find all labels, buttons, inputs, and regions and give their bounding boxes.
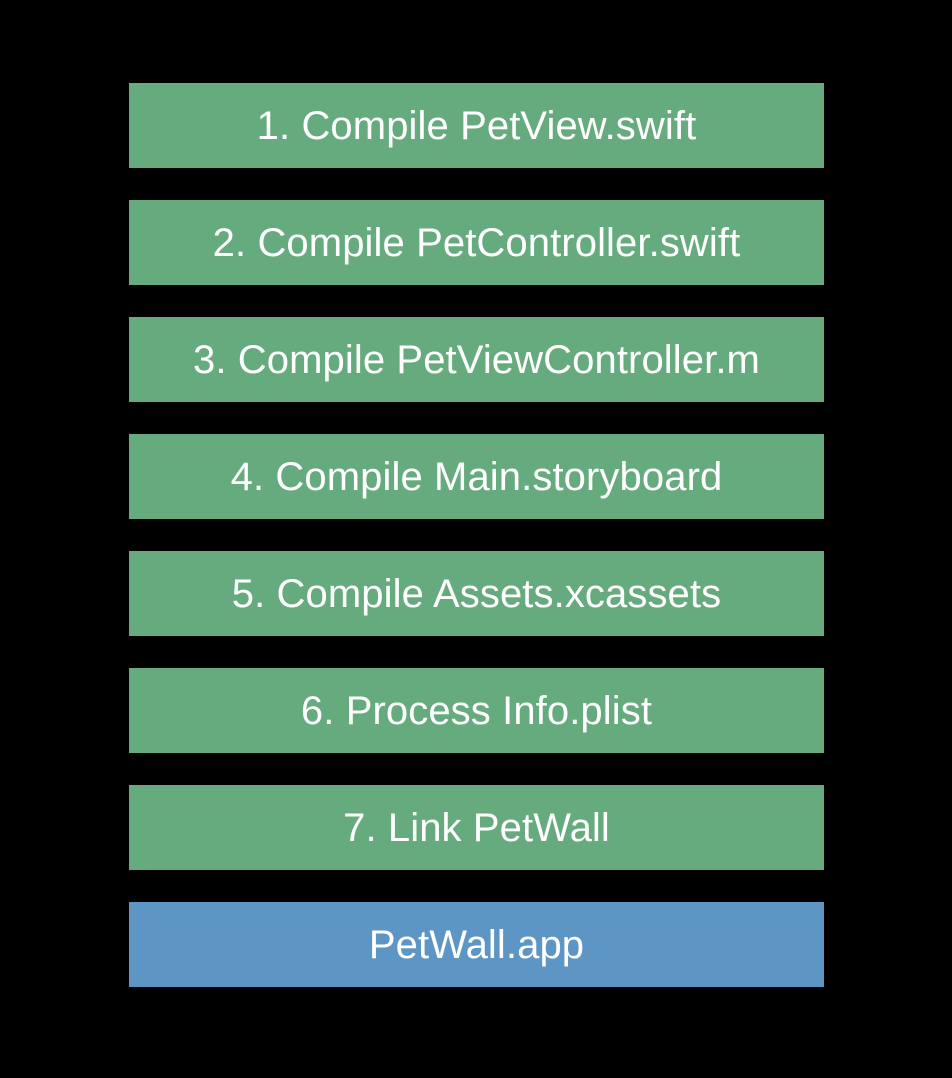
- build-step-box-7[interactable]: 7. Link PetWall: [129, 785, 824, 870]
- build-step-label-1: 1. Compile PetView.swift: [256, 103, 697, 148]
- build-step-label-7: 7. Link PetWall: [343, 805, 610, 850]
- build-step-label-3: 3. Compile PetViewController.m: [193, 337, 760, 382]
- build-step-box-3[interactable]: 3. Compile PetViewController.m: [129, 317, 824, 402]
- build-step-box-4[interactable]: 4. Compile Main.storyboard: [129, 434, 824, 519]
- build-step-box-1[interactable]: 1. Compile PetView.swift: [129, 83, 824, 168]
- build-artifact-box[interactable]: PetWall.app: [129, 902, 824, 987]
- build-step-box-5[interactable]: 5. Compile Assets.xcassets: [129, 551, 824, 636]
- build-step-box-6[interactable]: 6. Process Info.plist: [129, 668, 824, 753]
- build-step-box-2[interactable]: 2. Compile PetController.swift: [129, 200, 824, 285]
- build-step-label-2: 2. Compile PetController.swift: [212, 220, 741, 265]
- build-step-label-5: 5. Compile Assets.xcassets: [231, 571, 722, 616]
- build-step-label-6: 6. Process Info.plist: [300, 688, 653, 733]
- build-artifact-label: PetWall.app: [368, 922, 585, 967]
- build-steps-stack: 1. Compile PetView.swift 2. Compile PetC…: [129, 83, 824, 987]
- build-step-label-4: 4. Compile Main.storyboard: [230, 454, 723, 499]
